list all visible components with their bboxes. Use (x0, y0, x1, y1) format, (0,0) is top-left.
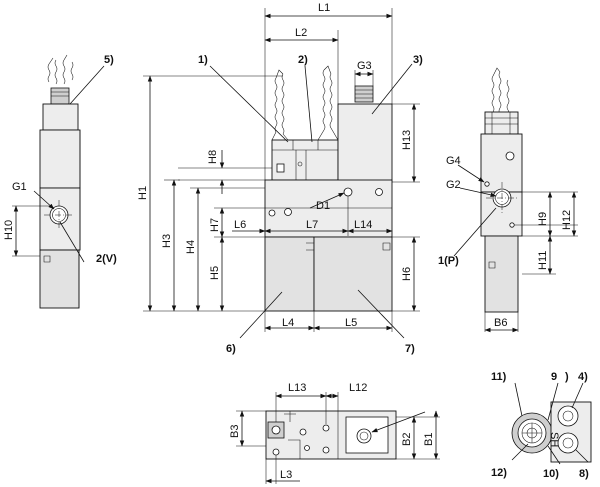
callout-4: 4) (578, 371, 588, 383)
callout-10: 10) (543, 468, 559, 480)
callout-11: 11) (491, 371, 507, 383)
dim-B2: B2 (401, 433, 413, 446)
callout-1: 1) (198, 54, 208, 66)
dim-H9: H9 (537, 212, 549, 226)
callout-9-paren: ) (565, 371, 569, 383)
dim-H6: H6 (401, 267, 413, 281)
callout-12: 12) (491, 467, 507, 479)
bottom-view (265, 410, 397, 460)
dim-G1: G1 (12, 181, 27, 193)
callout-leaders (59, 63, 589, 465)
dim-D1: D1 (316, 200, 330, 212)
callout-9: 9 (551, 371, 557, 383)
dim-H1: H1 (137, 186, 149, 200)
dim-H3: H3 (161, 234, 173, 248)
callout-6: 6) (226, 343, 236, 355)
dim-B6: B6 (494, 317, 507, 329)
left-side-view (39, 54, 81, 309)
front-view (264, 65, 393, 312)
dim-L5: L5 (345, 317, 357, 329)
dim-H13: H13 (401, 130, 413, 150)
dim-H11: H11 (537, 251, 549, 270)
dim-L6: L6 (234, 219, 246, 231)
dim-L2: L2 (295, 27, 307, 39)
dim-H12: H12 (561, 210, 573, 230)
dim-H8: H8 (207, 150, 219, 164)
dim-G4: G4 (446, 155, 461, 167)
callout-numbers: 1) 2) 3) 5) 6) 7) 2(V) 1(P) 11) 9 ) 4) 1… (96, 54, 589, 480)
dim-H4: H4 (185, 240, 197, 254)
dim-L13: L13 (288, 382, 306, 394)
right-side-view (480, 67, 523, 313)
dim-H5: H5 (209, 266, 221, 280)
dimension-lines (12, 8, 578, 484)
callout-2v: 2(V) (96, 253, 117, 265)
dim-H10: H10 (3, 220, 15, 240)
callout-2: 2) (298, 54, 308, 66)
dim-L7: L7 (306, 219, 318, 231)
dim-L4: L4 (282, 317, 294, 329)
dim-H7: H7 (209, 218, 221, 232)
dim-L14: L14 (354, 219, 372, 231)
connector-detail: SH (511, 401, 592, 463)
connector-marking: SH (548, 432, 560, 447)
callout-1p: 1(P) (438, 255, 459, 267)
callout-5: 5) (104, 54, 114, 66)
dim-L1: L1 (318, 2, 330, 14)
dim-L3: L3 (280, 469, 292, 481)
callout-8: 8) (579, 468, 589, 480)
dim-B3: B3 (229, 425, 241, 438)
callout-7: 7) (405, 343, 415, 355)
dim-L12: L12 (349, 382, 367, 394)
dim-G3: G3 (357, 60, 372, 72)
callout-3: 3) (413, 54, 423, 66)
dim-B1: B1 (423, 433, 435, 446)
dimension-labels: L1 L2 G3 H1 H8 H13 D1 L6 L7 L14 H3 H4 H7… (3, 2, 573, 481)
dim-G2: G2 (446, 179, 461, 191)
